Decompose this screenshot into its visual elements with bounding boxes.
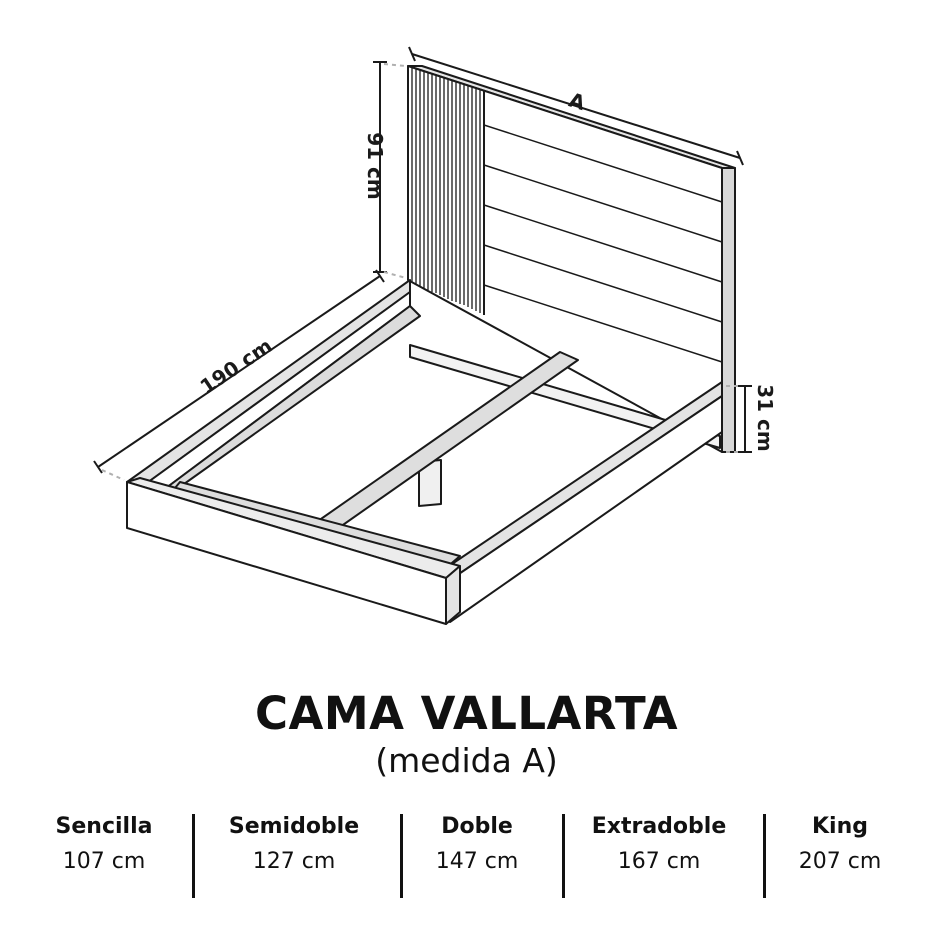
headboard — [407, 65, 736, 453]
size-semidoble: Semidoble 127 cm — [204, 812, 384, 882]
dimension-line-length — [93, 269, 385, 474]
extension-lines — [101, 63, 741, 481]
dimension-label-base: 31 cm — [753, 384, 777, 452]
bed-diagram: A 91 cm 190 cm 31 cm — [93, 46, 777, 625]
dimension-label-height: 91 cm — [363, 132, 387, 200]
product-title: CAMA VALLARTA — [254, 687, 679, 740]
title-block: CAMA VALLARTA (medida A) — [0, 686, 933, 780]
size-king: King 207 cm — [750, 812, 930, 882]
size-divider — [562, 814, 565, 898]
size-value: 207 cm — [798, 849, 882, 874]
size-table: Sencilla 107 cm Semidoble 127 cm Doble 1… — [8, 812, 925, 902]
size-name: Extradoble — [591, 814, 727, 839]
size-divider — [192, 814, 195, 898]
size-name: Doble — [441, 814, 513, 839]
footboard — [126, 477, 461, 625]
headboard-planks — [483, 124, 723, 363]
product-subtitle: (medida A) — [375, 741, 558, 780]
dimension-line-a — [408, 46, 744, 166]
size-name: King — [812, 814, 868, 839]
size-name: Sencilla — [55, 814, 153, 839]
size-value: 127 cm — [252, 849, 336, 874]
size-doble: Doble 147 cm — [387, 812, 567, 882]
back-rail — [409, 344, 721, 449]
size-sencilla: Sencilla 107 cm — [14, 812, 194, 882]
dimension-line-base — [738, 385, 752, 453]
headboard-ribs — [411, 67, 485, 315]
size-name: Semidoble — [228, 814, 360, 839]
dimension-label-a: A — [566, 88, 588, 116]
size-value: 147 cm — [435, 849, 519, 874]
left-rail — [126, 279, 421, 501]
size-divider — [400, 814, 403, 898]
size-value: 107 cm — [62, 849, 146, 874]
size-extradoble: Extradoble 167 cm — [569, 812, 749, 882]
size-divider — [763, 814, 766, 898]
size-value: 167 cm — [617, 849, 701, 874]
